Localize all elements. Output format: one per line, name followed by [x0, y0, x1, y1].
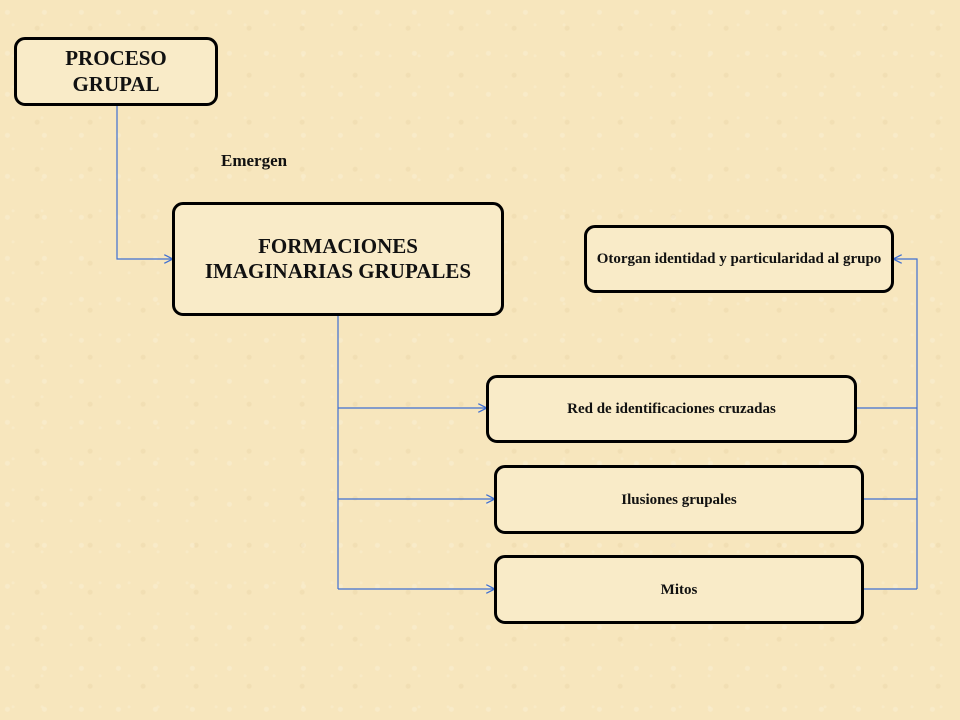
connector-right-trunk-otorgan — [894, 259, 918, 589]
node-proceso-grupal: PROCESO GRUPAL — [14, 37, 218, 106]
node-mitos: Mitos — [494, 555, 864, 624]
node-proceso-grupal-label: PROCESO GRUPAL — [65, 46, 167, 96]
node-otorgan-label: Otorgan identidad y particularidad al gr… — [596, 251, 882, 267]
node-red-label: Red de identificaciones cruzadas — [567, 401, 776, 417]
node-red-identificaciones: Red de identificaciones cruzadas — [486, 375, 857, 443]
node-otorgan-identidad: Otorgan identidad y particularidad al gr… — [584, 225, 894, 293]
node-mitos-label: Mitos — [660, 581, 698, 598]
edge-label-emergen: Emergen — [221, 151, 288, 170]
node-ilusiones-label: Ilusiones grupales — [621, 491, 737, 508]
connector-proceso-formaciones — [116, 106, 172, 259]
node-formaciones-label: FORMACIONES IMAGINARIAS GRUPALES — [204, 233, 472, 283]
node-formaciones-imaginarias-grupales: FORMACIONES IMAGINARIAS GRUPALES — [172, 202, 504, 316]
node-ilusiones-grupales: Ilusiones grupales — [494, 465, 864, 534]
